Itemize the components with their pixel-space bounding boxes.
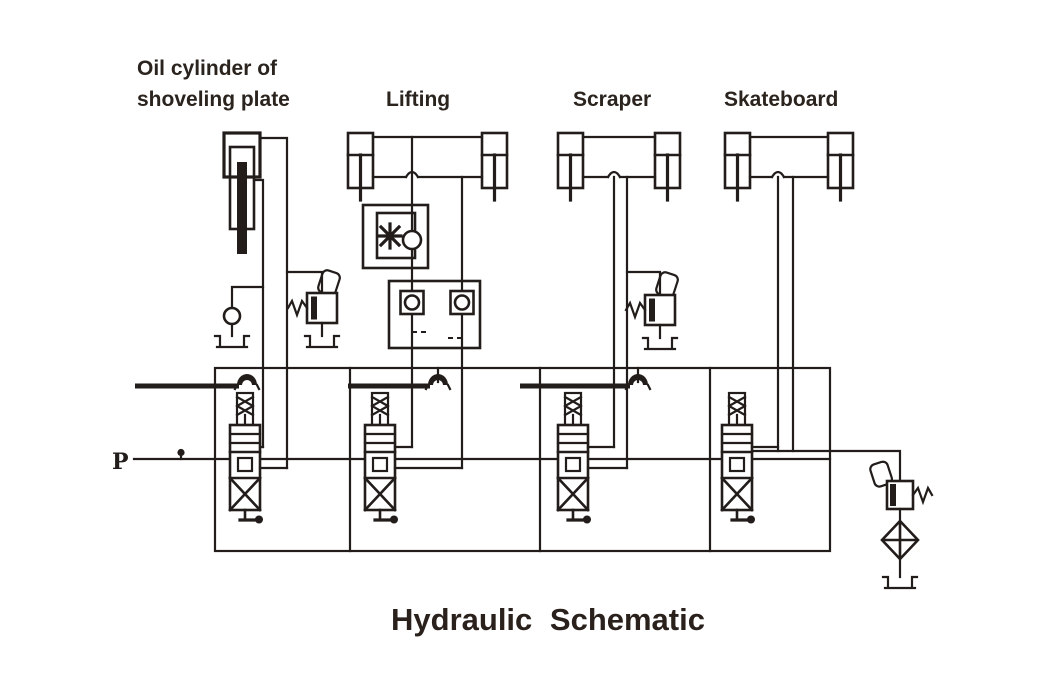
hydraulic-cylinder-icon (653, 131, 682, 202)
spool-valve-skateboard (720, 391, 757, 526)
telescopic-cylinder-icon (222, 131, 262, 254)
tank-reservoir-icon (641, 336, 679, 351)
check-valve-icon (403, 294, 421, 311)
outlet-return-assembly (750, 449, 934, 590)
spool-valve-scraper (556, 391, 593, 526)
dual-check-valve-block-icon (387, 279, 482, 350)
label-skateboard: Skateboard (724, 88, 838, 111)
hydraulic-cylinder-icon (556, 131, 585, 202)
relief-valve-spring-icon (624, 301, 647, 319)
tank-reservoir-icon (303, 334, 341, 349)
label-shoveling-plate-line1: Oil cylinder of (137, 57, 278, 80)
section-scraper (556, 131, 682, 470)
label-shoveling-plate-line2: shoveling plate (137, 88, 290, 111)
hydraulic-cylinder-icon (826, 131, 855, 202)
work-port-lines (258, 445, 780, 470)
tank-reservoir-icon (213, 334, 251, 349)
label-lifting: Lifting (386, 88, 450, 111)
hydraulic-cylinder-icon (346, 131, 375, 202)
relief-valve-spring-icon (911, 486, 934, 504)
section-lifting (346, 131, 509, 470)
diagram-title: Hydraulic Schematic (391, 602, 705, 637)
spool-valve-shoveling (228, 391, 265, 526)
relief-valve-shoveling (285, 267, 343, 349)
relief-valve-outlet (867, 459, 934, 511)
label-pump-port-p: P (112, 449, 129, 475)
check-valve-icon (401, 229, 423, 251)
relief-valve-scraper (624, 269, 681, 351)
manual-levers (135, 366, 652, 391)
tank-reservoir-icon (881, 575, 919, 590)
spool-valve-lifting (363, 391, 400, 526)
label-scraper: Scraper (573, 88, 651, 111)
section-shoveling-plate (213, 131, 343, 470)
hydraulic-cylinder-icon (480, 131, 509, 202)
filter-icon (880, 519, 920, 561)
relief-valve-spring-icon (286, 299, 309, 317)
pump-port-plug-icon (177, 448, 185, 457)
throttle-flow-control-icon (361, 203, 430, 270)
check-valve-icon (453, 294, 471, 311)
pilot-gauge-circle-icon (213, 285, 265, 349)
hydraulic-cylinder-icon (723, 131, 752, 202)
section-skateboard (723, 131, 855, 453)
